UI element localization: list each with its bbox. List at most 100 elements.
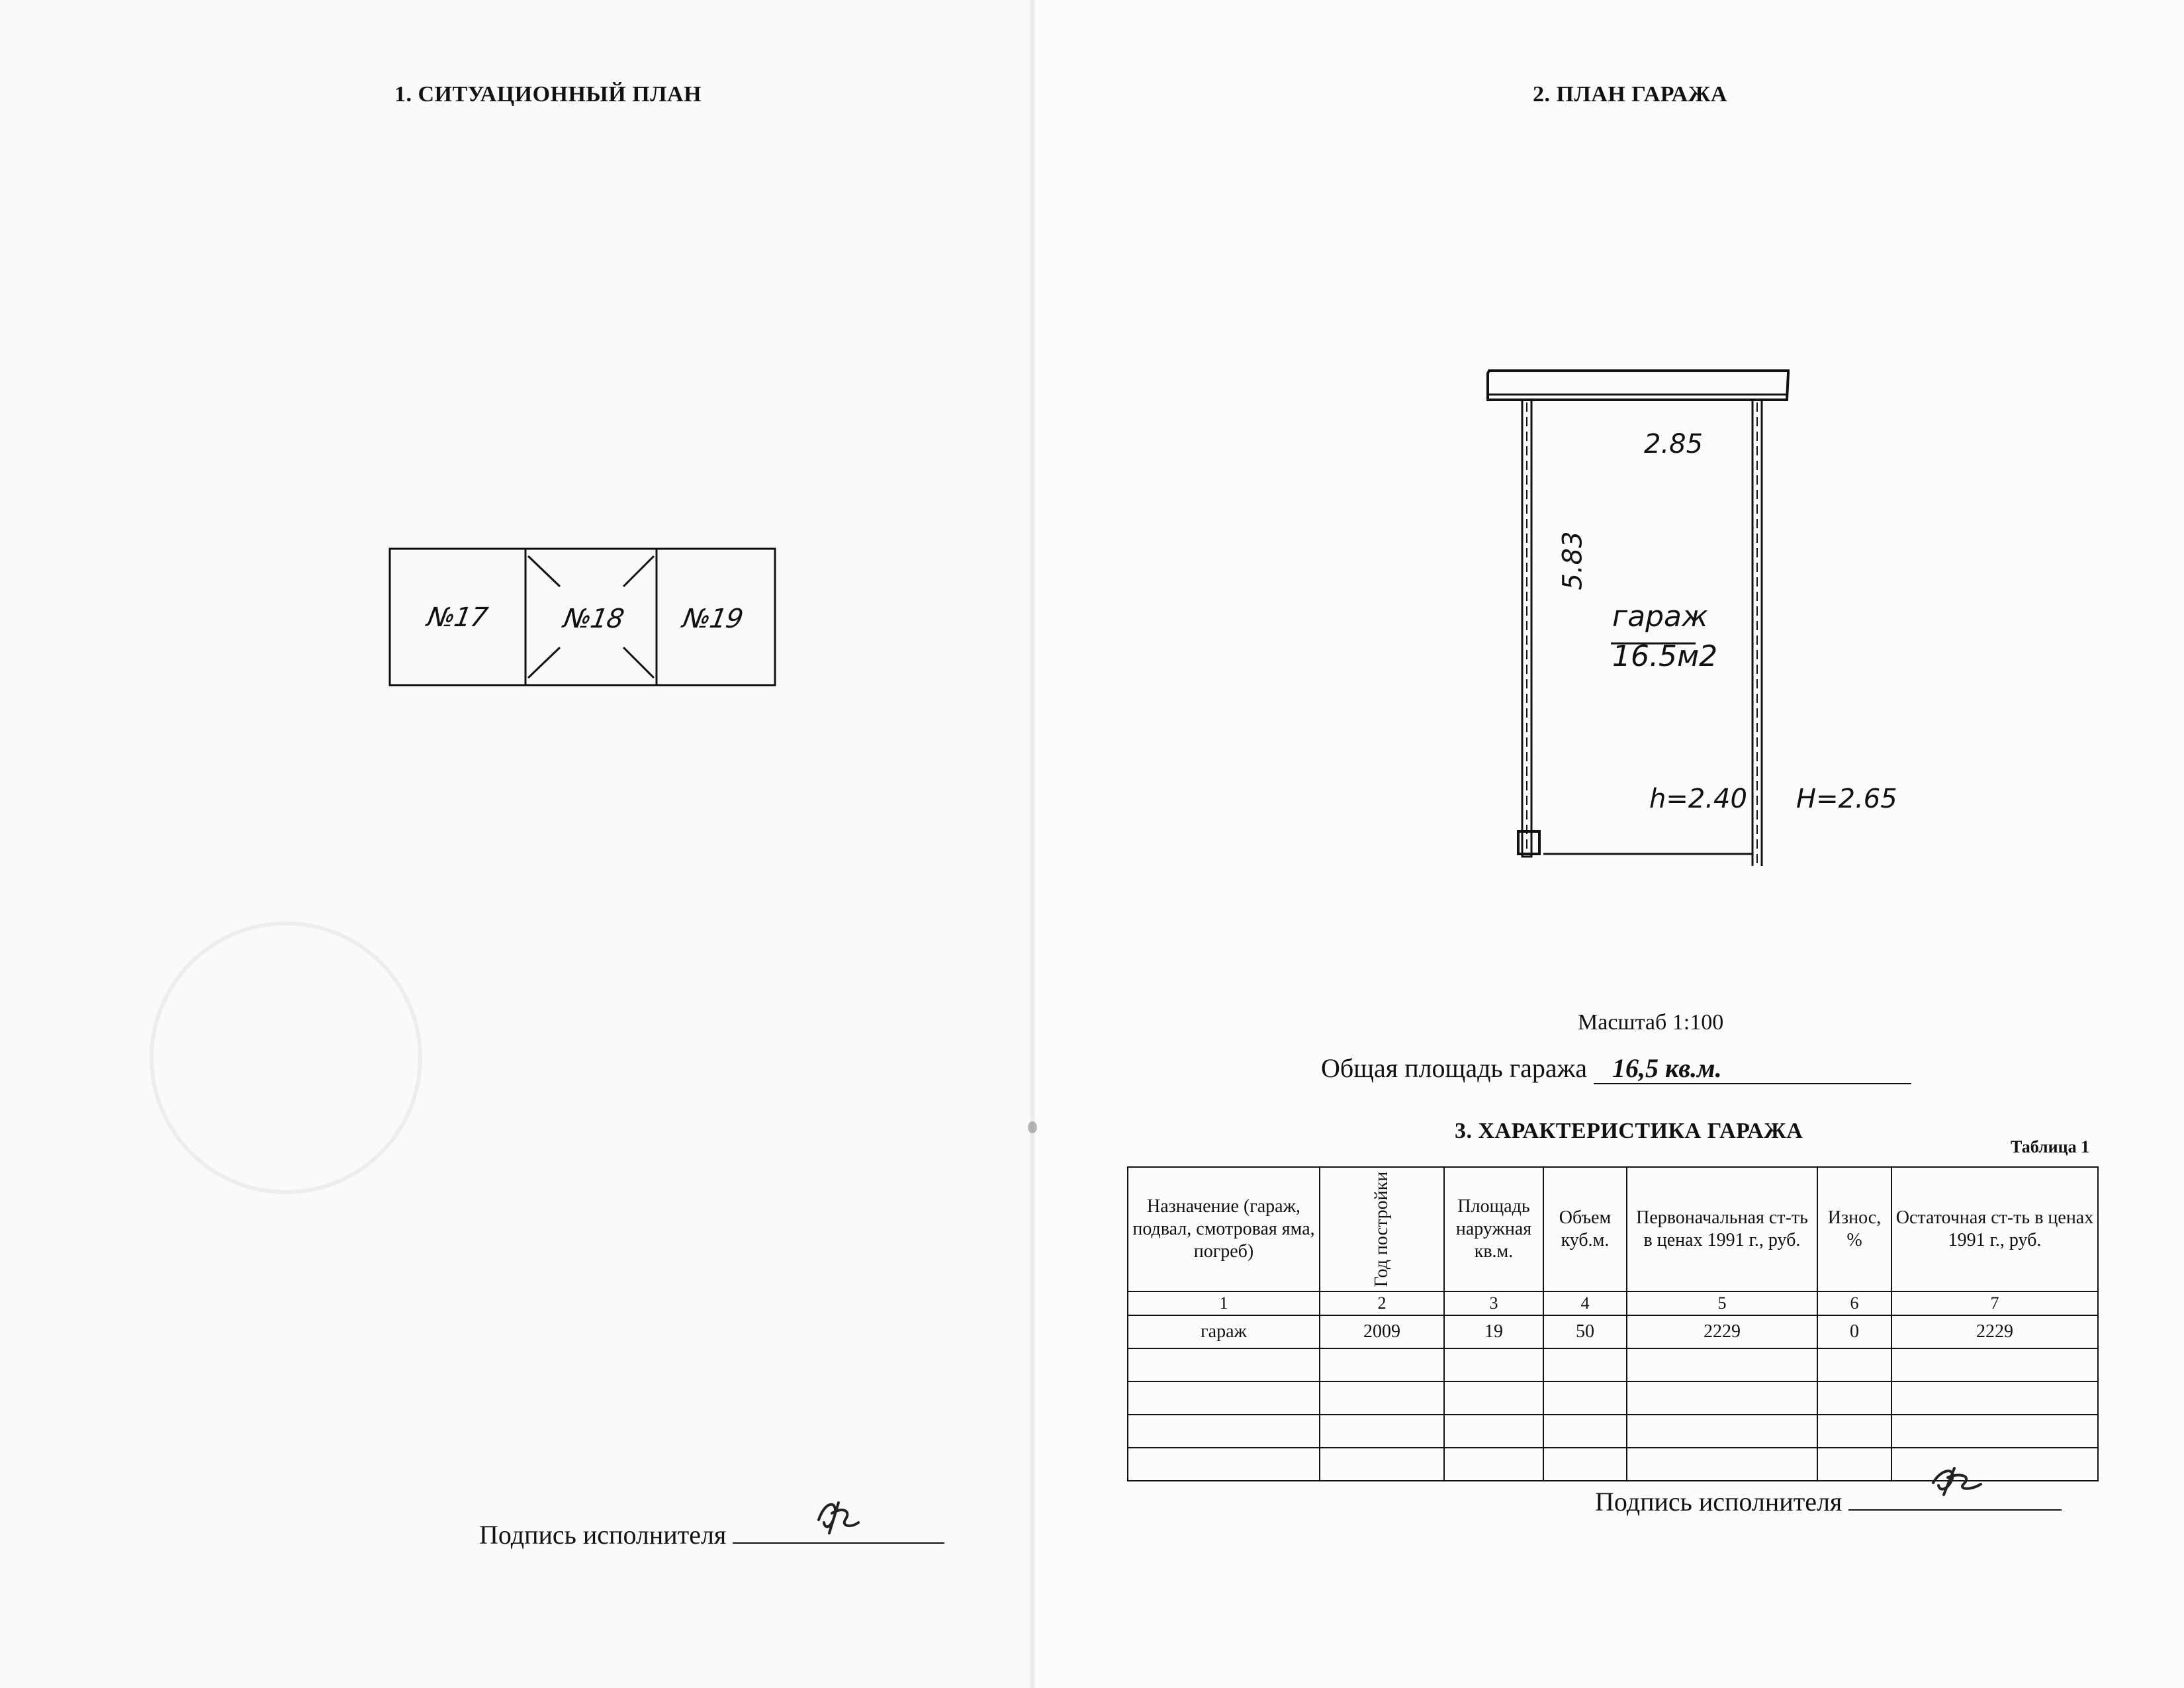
header-purpose: Назначение (гараж, подвал, смотровая яма… <box>1127 1166 1320 1292</box>
column-number: 6 <box>1817 1291 1892 1316</box>
empty-cell <box>1891 1414 2099 1448</box>
signature-line <box>1848 1467 2062 1511</box>
column-number: 7 <box>1891 1291 2099 1316</box>
empty-cell <box>1319 1381 1445 1415</box>
empty-cell <box>1817 1348 1892 1382</box>
empty-cell <box>1626 1414 1818 1448</box>
table-number: Таблица 1 <box>2011 1137 2090 1156</box>
right-signature: Подпись исполнителя <box>1595 1467 2062 1517</box>
column-number: 2 <box>1319 1291 1445 1316</box>
table-row: гараж 2009 19 50 2229 0 2229 <box>1127 1315 2099 1349</box>
length-dimension: 5.83 <box>1557 531 1588 590</box>
characteristics-title: 3. ХАРАКТЕРИСТИКА ГАРАЖА <box>1455 1119 1803 1143</box>
empty-cell <box>1626 1348 1818 1382</box>
cell-initial-cost: 2229 <box>1626 1315 1818 1349</box>
header-year-text: Год постройки <box>1371 1171 1392 1288</box>
total-area: Общая площадь гаража 16,5 кв.м. <box>1321 1053 1912 1084</box>
room-area: 16.5м2 <box>1612 639 1718 673</box>
empty-cell <box>1443 1414 1544 1448</box>
empty-cell <box>1891 1348 2099 1382</box>
empty-cell <box>1626 1381 1818 1415</box>
situational-plan: №17 №18 №19 <box>388 547 777 688</box>
empty-cell <box>1127 1414 1320 1448</box>
situational-plan-title: 1. СИТУАЦИОННЫЙ ПЛАН <box>394 82 702 107</box>
plot-cross-line <box>622 555 655 588</box>
empty-cell <box>1817 1381 1892 1415</box>
characteristics-table: Назначение (гараж, подвал, смотровая яма… <box>1127 1166 2099 1481</box>
table-row-empty <box>1127 1348 2099 1382</box>
roof-slab <box>1486 369 1790 401</box>
empty-cell <box>1443 1348 1544 1382</box>
column-number: 4 <box>1543 1291 1627 1316</box>
column-number: 5 <box>1626 1291 1818 1316</box>
signature-label: Подпись исполнителя <box>479 1520 727 1550</box>
table-row-empty <box>1127 1414 2099 1448</box>
cell-volume: 50 <box>1543 1315 1627 1349</box>
room-name: гараж <box>1612 600 1708 633</box>
plot-cross-line <box>527 555 561 588</box>
total-area-value: 16,5 кв.м. <box>1594 1054 1912 1084</box>
fold-mark <box>1028 1121 1037 1133</box>
cell-residual-cost: 2229 <box>1891 1315 2099 1349</box>
outer-height: H=2.65 <box>1796 784 1897 814</box>
scale-label: Масштаб 1:100 <box>1578 1010 1724 1035</box>
empty-cell <box>1543 1348 1627 1382</box>
cell-purpose: гараж <box>1127 1315 1320 1349</box>
signature-line <box>733 1501 945 1544</box>
inner-height: h=2.40 <box>1649 784 1747 814</box>
empty-cell <box>1319 1348 1445 1382</box>
empty-cell <box>1891 1447 2099 1481</box>
empty-cell <box>1543 1447 1627 1481</box>
garage-plan-title: 2. ПЛАН ГАРАЖА <box>1533 82 1727 107</box>
header-residual-cost: Остаточная ст-ть в ценах 1991 г., руб. <box>1891 1166 2099 1292</box>
cell-area: 19 <box>1443 1315 1544 1349</box>
header-area: Площадь наружная кв.м. <box>1443 1166 1544 1292</box>
column-number: 1 <box>1127 1291 1320 1316</box>
plots-outline <box>388 547 776 686</box>
page-fold <box>1030 0 1035 1688</box>
garage-plan: 2.85 5.83 гараж 16.5м2 h=2.40 H=2.65 <box>1480 363 1897 866</box>
left-wall <box>1521 399 1533 858</box>
faded-stamp <box>150 921 422 1194</box>
table-header-row: Назначение (гараж, подвал, смотровая яма… <box>1127 1166 2099 1292</box>
column-number-row: 1 2 3 4 5 6 7 <box>1127 1291 2099 1316</box>
left-signature: Подпись исполнителя <box>479 1501 945 1550</box>
width-dimension: 2.85 <box>1644 429 1704 459</box>
signature-label: Подпись исполнителя <box>1595 1487 1843 1517</box>
header-wear: Износ, % <box>1817 1166 1892 1292</box>
empty-cell <box>1443 1447 1544 1481</box>
table-row-empty <box>1127 1381 2099 1415</box>
header-volume: Объем куб.м. <box>1543 1166 1627 1292</box>
cell-wear: 0 <box>1817 1315 1892 1349</box>
column-number: 3 <box>1443 1291 1544 1316</box>
signature-scribble <box>1932 1467 1983 1496</box>
plot-cross-line <box>527 646 561 679</box>
empty-cell <box>1817 1447 1892 1481</box>
cell-year: 2009 <box>1319 1315 1445 1349</box>
empty-cell <box>1891 1381 2099 1415</box>
empty-cell <box>1127 1447 1320 1481</box>
empty-cell <box>1127 1381 1320 1415</box>
empty-cell <box>1127 1348 1320 1382</box>
empty-cell <box>1443 1381 1544 1415</box>
corner-column <box>1517 830 1541 855</box>
left-page <box>0 0 1032 1688</box>
table-row-empty <box>1127 1447 2099 1481</box>
empty-cell <box>1543 1381 1627 1415</box>
right-wall <box>1751 399 1763 866</box>
total-area-label: Общая площадь гаража <box>1321 1053 1588 1083</box>
empty-cell <box>1319 1414 1445 1448</box>
plot-label-18: №18 <box>561 604 626 634</box>
empty-cell <box>1543 1414 1627 1448</box>
empty-cell <box>1319 1447 1445 1481</box>
empty-cell <box>1817 1414 1892 1448</box>
plot-label-17: №17 <box>424 602 490 633</box>
signature-scribble <box>817 1501 860 1534</box>
header-year: Год постройки <box>1319 1166 1445 1292</box>
garage-plan-drawing <box>1486 369 1790 866</box>
header-initial-cost: Первоначальная ст-ть в ценах 1991 г., ру… <box>1626 1166 1818 1292</box>
plot-label-19: №19 <box>680 604 745 634</box>
situational-plan-drawing <box>388 547 776 686</box>
empty-cell <box>1626 1447 1818 1481</box>
plot-cross-line <box>622 646 655 679</box>
